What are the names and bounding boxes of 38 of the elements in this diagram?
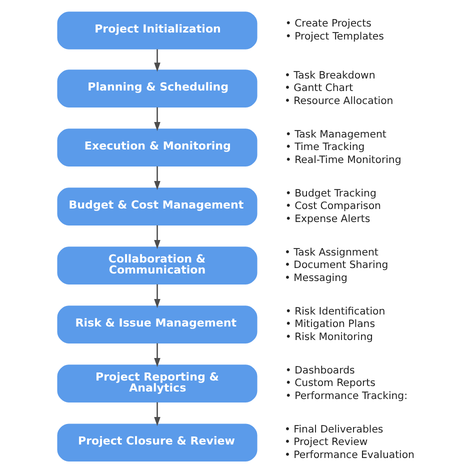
arrow	[154, 107, 160, 132]
node-label: • Task Assignment	[284, 247, 378, 258]
node-label: • Create Projects	[285, 18, 372, 30]
node-box: Execution & Monitoring	[57, 128, 258, 166]
node-label: • Performance Tracking:	[285, 391, 408, 402]
node-label: • Performance Evaluation	[284, 450, 414, 462]
node-box: Project Initialization	[57, 12, 258, 50]
node-label: • Time Tracking	[285, 142, 365, 154]
node-label: • Budget Tracking	[285, 188, 376, 200]
node-label: • Cost Comparison	[285, 201, 381, 212]
node-box: Project Reporting & Analytics	[57, 364, 258, 402]
node-label: • Final Deliverables	[284, 424, 384, 436]
arrow	[154, 49, 160, 72]
node-label: • Task Management	[285, 129, 386, 140]
node-label: • Project Templates	[285, 32, 384, 43]
node-box: Budget & Cost Management	[57, 188, 258, 226]
node-label: • Risk Identification	[285, 306, 386, 318]
node-label: • Task Breakdown	[284, 70, 376, 82]
node-label: • Real-Time Monitoring	[285, 155, 402, 166]
node-box: Planning & Scheduling	[57, 70, 258, 108]
node-label: • Resource Allocation	[284, 96, 394, 108]
node-label: • Document Sharing	[284, 260, 388, 272]
node-label: • Custom Reports	[285, 378, 376, 390]
node-label: • Risk Monitoring	[285, 332, 373, 344]
node-label: • Dashboards	[285, 365, 355, 376]
node-label: • Project Review	[284, 437, 368, 448]
arrow	[154, 402, 160, 426]
node-box: Risk & Issue Management	[57, 306, 258, 344]
node-box: Collaboration & Communication	[57, 246, 258, 284]
node-box: Project Closure & Review	[57, 424, 258, 462]
arrow	[154, 166, 160, 190]
node-label: • Messaging	[284, 273, 348, 284]
node-label: • Expense Alerts	[285, 214, 370, 226]
node-label: • Mitigation Plans	[285, 319, 375, 330]
arrow	[154, 284, 160, 308]
node-label: • Gantt Chart	[284, 83, 354, 94]
arrow	[154, 225, 160, 250]
arrow	[154, 343, 160, 368]
